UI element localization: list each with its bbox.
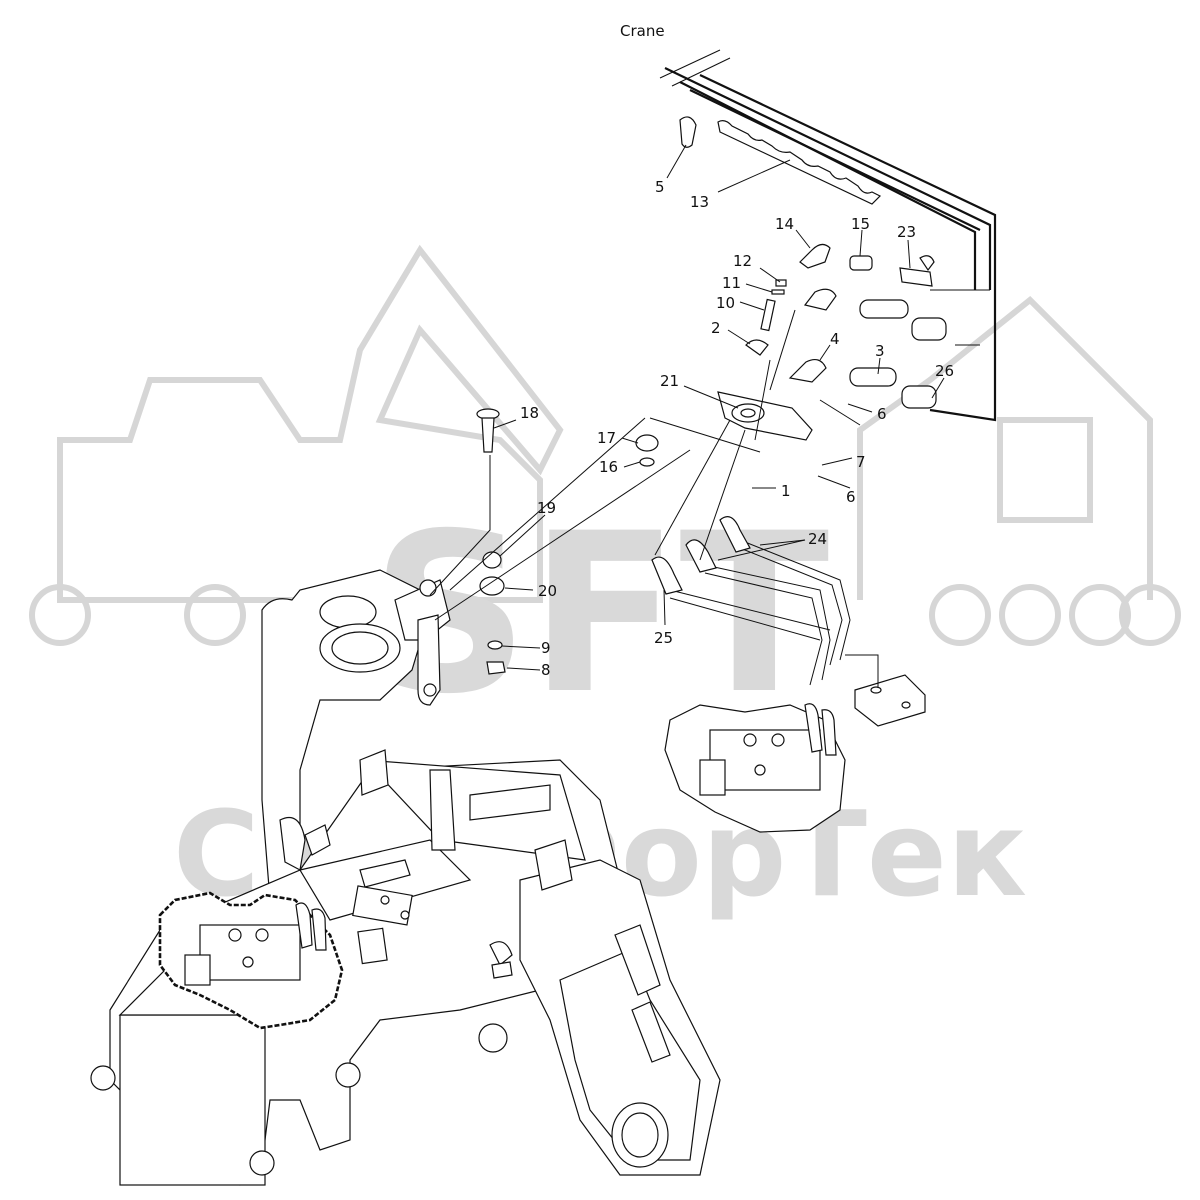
callout-7: 7 bbox=[856, 453, 866, 471]
callout-9: 9 bbox=[541, 639, 551, 657]
callout-23: 23 bbox=[897, 223, 916, 241]
leader-lines bbox=[429, 144, 945, 671]
part-valve-block-left bbox=[158, 891, 344, 1030]
part-washers-17-16 bbox=[635, 434, 659, 467]
callout-12: 12 bbox=[733, 252, 752, 270]
part-nuts-19-20 bbox=[479, 551, 506, 675]
callout-4: 4 bbox=[830, 330, 840, 348]
callout-17: 17 bbox=[597, 429, 616, 447]
part-valve-block-right bbox=[664, 703, 846, 833]
callout-14: 14 bbox=[775, 215, 794, 233]
callout-19: 19 bbox=[537, 499, 556, 517]
callout-26: 26 bbox=[935, 362, 954, 380]
part-cable-guide bbox=[717, 120, 882, 205]
hose-lines bbox=[651, 516, 851, 686]
callout-20: 20 bbox=[538, 582, 557, 600]
callout-13: 13 bbox=[690, 193, 709, 211]
callout-3: 3 bbox=[875, 342, 885, 360]
callout-10: 10 bbox=[716, 294, 735, 312]
callout-18: 18 bbox=[520, 404, 539, 422]
callout-8: 8 bbox=[541, 661, 551, 679]
callout-21: 21 bbox=[660, 372, 679, 390]
callout-6-upper: 6 bbox=[877, 405, 887, 423]
part-clip bbox=[679, 116, 697, 148]
part-pin-18 bbox=[476, 408, 500, 453]
callout-1: 1 bbox=[781, 482, 791, 500]
callout-15: 15 bbox=[851, 215, 870, 233]
diagram-title: Crane bbox=[620, 22, 665, 40]
callout-11: 11 bbox=[722, 274, 741, 292]
callout-2: 2 bbox=[711, 319, 721, 337]
callout-16: 16 bbox=[599, 458, 618, 476]
callout-6-lower: 6 bbox=[846, 488, 856, 506]
callout-24: 24 bbox=[808, 530, 827, 548]
fittings-upper bbox=[788, 243, 947, 409]
part-swivel-plate bbox=[717, 391, 813, 441]
callout-5: 5 bbox=[655, 178, 665, 196]
labels: Crane 5 13 14 15 23 12 11 10 2 4 3 26 21… bbox=[520, 22, 954, 679]
watermark-excavator-icon bbox=[29, 244, 1181, 646]
bolt-stack bbox=[745, 279, 787, 356]
crane-rails bbox=[659, 49, 997, 422]
part-hose-block bbox=[845, 654, 926, 727]
callout-25: 25 bbox=[654, 629, 673, 647]
